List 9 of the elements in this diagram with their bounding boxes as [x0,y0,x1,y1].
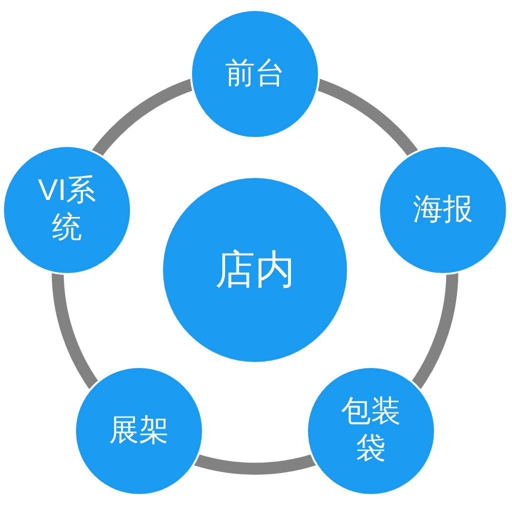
node-label: 海报 [413,192,473,228]
node-label: 前台 [225,56,285,92]
node-label: 展架 [109,412,169,449]
node-label: VI系统 [36,173,98,246]
node-label: 店内 [215,246,295,294]
ring-segment [52,272,100,390]
ring-segment [410,272,458,390]
node-label: 包装袋 [340,394,402,467]
ring-segment [194,454,316,474]
